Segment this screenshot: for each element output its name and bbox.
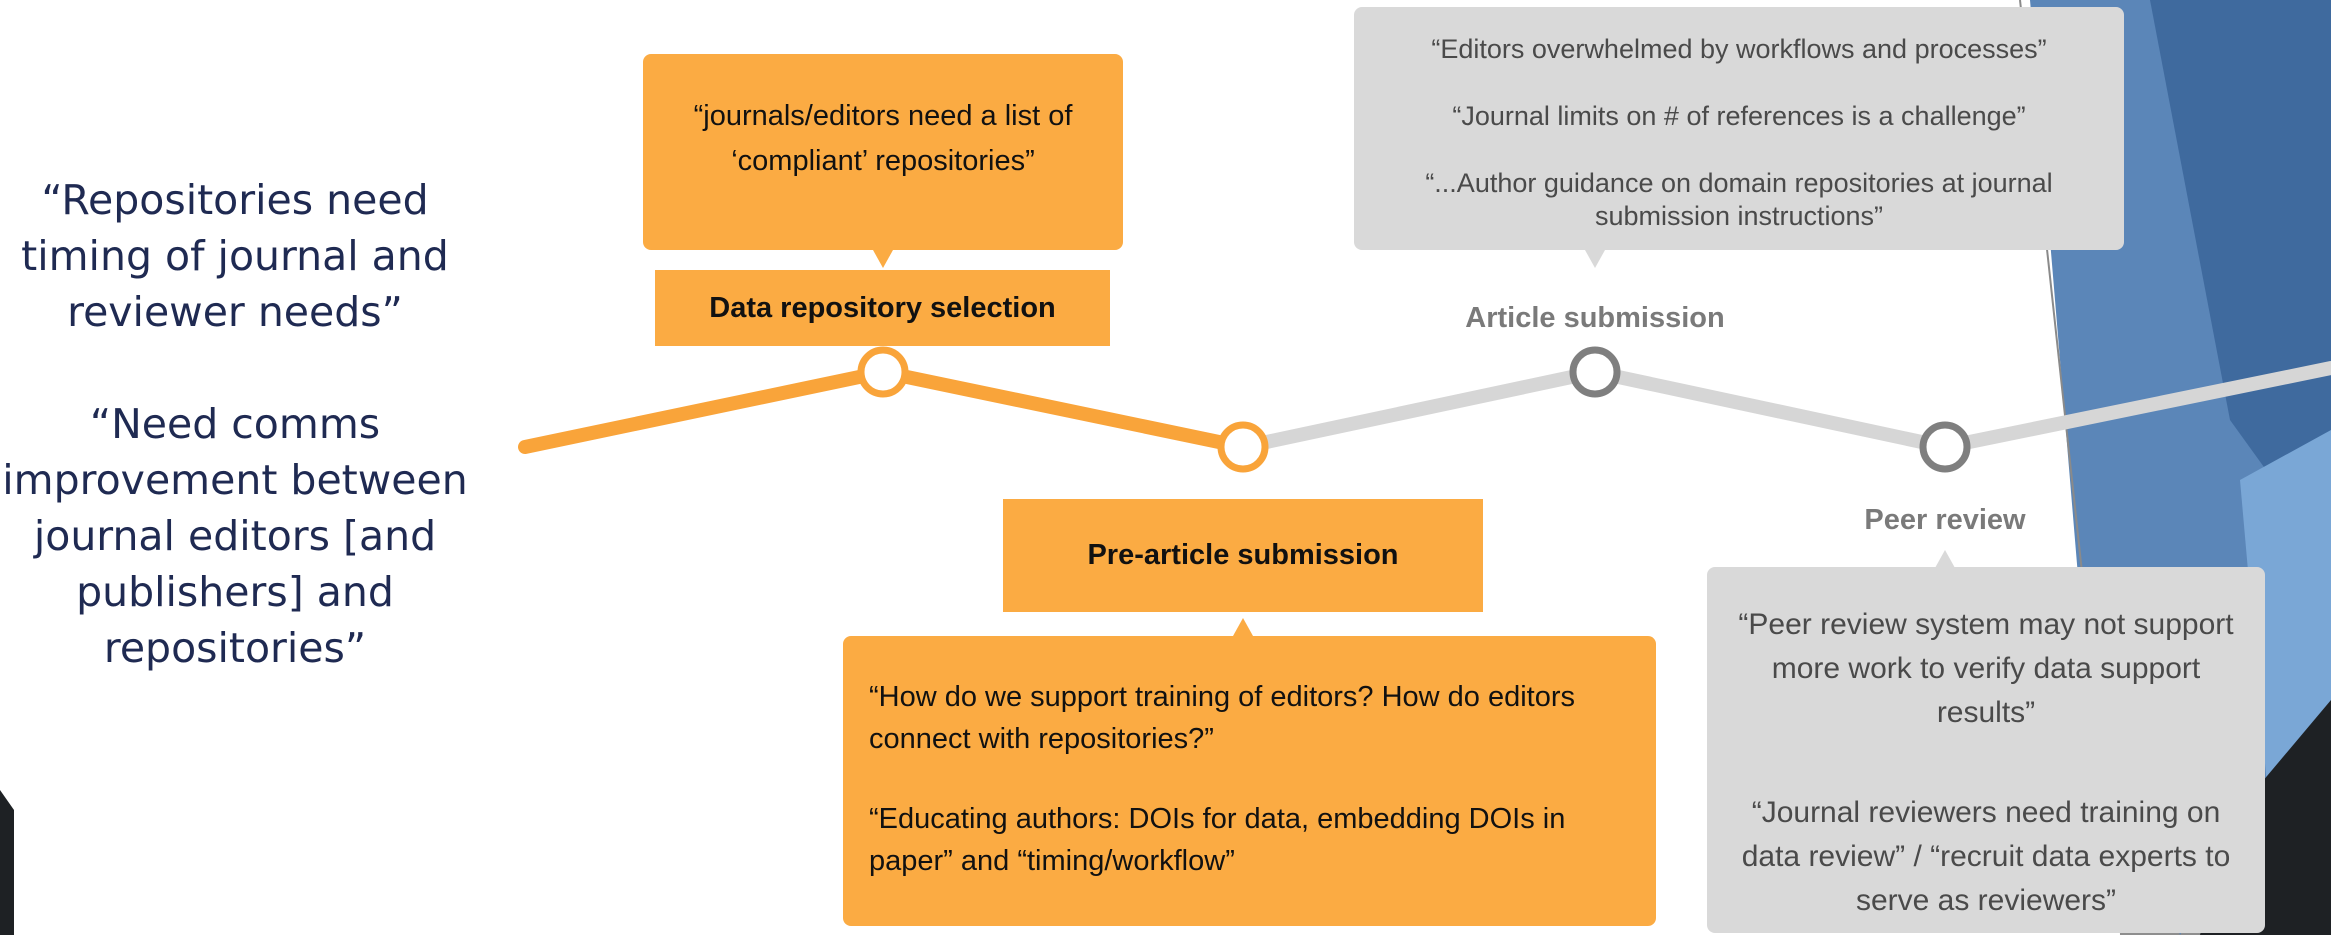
pre-article-quote-box: “How do we support training of editors? … bbox=[843, 636, 1656, 926]
pre-article-quote-dois: “Educating authors: DOIs for data, embed… bbox=[869, 803, 1566, 877]
left-quote-timing: “Repositories need timing of journal and… bbox=[21, 176, 449, 336]
peer-review-quote-system: “Peer review system may not support more… bbox=[1738, 608, 2234, 729]
node-data-repository-selection bbox=[857, 346, 909, 398]
article-submission-pointer bbox=[1585, 250, 1605, 268]
peer-review-quote-box: “Peer review system may not support more… bbox=[1707, 567, 2265, 933]
decor-blue-panel-dark bbox=[2150, 0, 2331, 560]
node-pre-article-submission bbox=[1217, 421, 1269, 473]
article-submission-quote-box: “Editors overwhelmed by workflows and pr… bbox=[1354, 7, 2124, 250]
left-quotes: “Repositories need timing of journal and… bbox=[0, 172, 470, 676]
pre-article-submission-label: Pre-article submission bbox=[1003, 499, 1483, 612]
pre-article-quote-training: “How do we support training of editors? … bbox=[869, 681, 1576, 755]
timeline-path-grey bbox=[1236, 361, 2331, 455]
article-submission-label: Article submission bbox=[1465, 302, 1725, 334]
peer-review-label: Peer review bbox=[1864, 504, 2026, 536]
peer-review-quote-training: “Journal reviewers need training on data… bbox=[1741, 796, 2231, 917]
node-peer-review bbox=[1919, 421, 1971, 473]
left-quote-comms: “Need comms improvement between journal … bbox=[2, 400, 468, 672]
node-article-submission bbox=[1569, 346, 1621, 398]
data-repository-selection-label: Data repository selection bbox=[655, 270, 1110, 346]
data-repository-quote: “journals/editors need a list of ‘compli… bbox=[693, 100, 1073, 177]
data-repository-pointer bbox=[873, 250, 893, 268]
data-repository-quote-box: “journals/editors need a list of ‘compli… bbox=[643, 54, 1123, 250]
decor-left-black-corner bbox=[0, 790, 14, 935]
article-quote-references: “Journal limits on # of references is a … bbox=[1452, 101, 2026, 131]
peer-review-pointer bbox=[1935, 550, 1955, 568]
pre-article-pointer bbox=[1233, 618, 1253, 636]
article-quote-guidance: “...Author guidance on domain repositori… bbox=[1425, 168, 2053, 231]
article-quote-workflows: “Editors overwhelmed by workflows and pr… bbox=[1431, 34, 2047, 64]
